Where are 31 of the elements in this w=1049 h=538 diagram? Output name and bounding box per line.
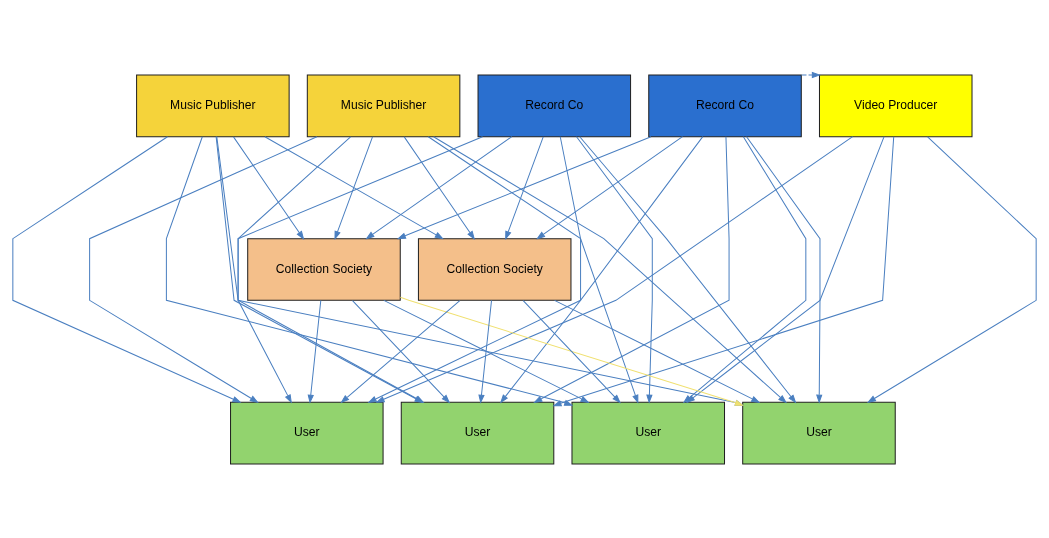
node-box: Collection Society <box>417 237 572 301</box>
node-box: Record Co <box>477 74 632 137</box>
arrow <box>233 135 305 240</box>
arrow <box>307 299 322 404</box>
arrow <box>522 299 621 403</box>
arrow <box>746 135 823 404</box>
arrow <box>89 135 318 403</box>
node-box: Record Co <box>648 74 802 137</box>
arrow <box>334 135 373 240</box>
arrow <box>505 135 544 240</box>
node-box: Music Publisher <box>306 74 461 137</box>
node-box: User <box>742 401 896 464</box>
arrow <box>264 135 444 239</box>
arrow <box>866 135 1037 403</box>
arrow <box>478 299 492 404</box>
node-box: User <box>230 401 384 464</box>
node-box: Music Publisher <box>136 74 290 137</box>
node-box: User <box>571 401 726 464</box>
arrow <box>576 135 653 404</box>
arrow <box>403 135 476 240</box>
node-box: Video Producer <box>818 74 973 137</box>
arrow <box>12 135 242 403</box>
arrow <box>499 135 582 403</box>
arrow <box>365 135 513 239</box>
arrow <box>427 135 639 404</box>
node-box: User <box>400 401 555 464</box>
arrow <box>536 135 683 239</box>
arrow <box>801 71 821 78</box>
arrow <box>396 135 652 239</box>
node-box: Collection Society <box>247 237 401 301</box>
arrow <box>686 135 885 403</box>
